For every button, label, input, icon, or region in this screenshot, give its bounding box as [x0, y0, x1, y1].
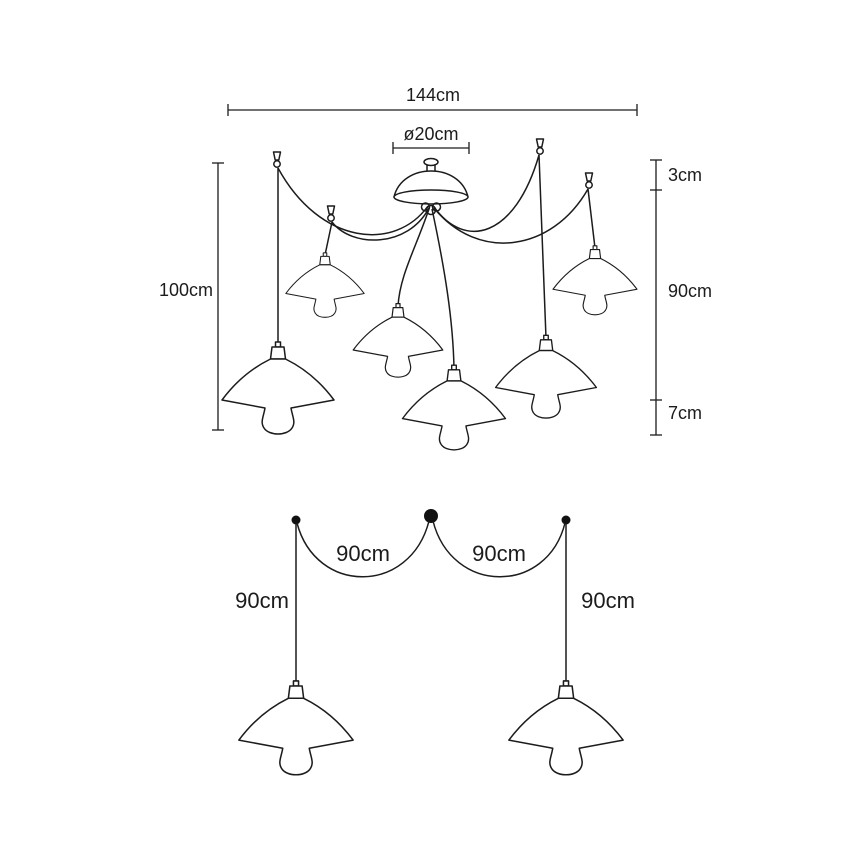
drop-right-label: 90cm: [581, 588, 635, 613]
cable-length-label: 90cm: [668, 281, 712, 301]
attachment-dot-left: [291, 515, 301, 525]
swag-left-label: 90cm: [336, 541, 390, 566]
bottom-view-diagram: 90cm 90cm 90cm 90cm: [235, 509, 635, 776]
dimension-overall-width: 144cm: [227, 85, 638, 116]
lamp-shade-2: [285, 252, 365, 318]
ceiling-hook-4: [584, 172, 594, 189]
top-view-diagram: 144cm ø20cm 100cm 3cm 90cm 7cm: [159, 85, 712, 451]
drop-cable-5: [538, 154, 547, 339]
dimension-overall-height: 100cm: [159, 162, 224, 431]
swag-cable-4: [433, 188, 589, 244]
shade-drop-label: 7cm: [668, 403, 702, 423]
canopy-height-label: 3cm: [668, 165, 702, 185]
ceiling-hook-1: [272, 151, 282, 168]
ceiling-hook-2: [326, 205, 336, 222]
overall-height-label: 100cm: [159, 280, 213, 300]
drop-cable-6: [587, 188, 596, 249]
swag-cable-right: [432, 520, 566, 578]
swag-cable-1: [277, 167, 429, 236]
lamp-shade-3: [352, 303, 444, 378]
drop-cable-4: [431, 208, 455, 369]
lamp-shade-bottom-left: [238, 680, 354, 776]
overall-width-label: 144cm: [406, 85, 460, 105]
ceiling-hook-3: [535, 138, 545, 155]
canopy-loop-left: [420, 202, 431, 212]
lamp-shade-bottom-right: [508, 680, 624, 776]
canopy-knob: [423, 157, 439, 167]
dimension-canopy-diameter: ø20cm: [392, 124, 470, 154]
swag-cable-2: [331, 207, 430, 241]
drop-cable-3: [397, 208, 430, 307]
canopy-diameter-label: ø20cm: [403, 124, 458, 144]
lamp-shade-1: [221, 341, 335, 435]
lamp-shade-6: [552, 245, 638, 316]
canopy: [393, 157, 469, 216]
lamp-shade-5: [494, 334, 598, 419]
attachment-dot-right: [561, 515, 571, 525]
lamp-shade-4: [401, 364, 507, 451]
attachment-dot-center: [424, 509, 438, 523]
drop-left-label: 90cm: [235, 588, 289, 613]
canopy-rim: [393, 189, 469, 205]
dimension-right-stack: 3cm 90cm 7cm: [650, 159, 712, 436]
drop-cable-2: [324, 221, 333, 256]
swag-right-label: 90cm: [472, 541, 526, 566]
swag-cable-left: [296, 520, 430, 578]
